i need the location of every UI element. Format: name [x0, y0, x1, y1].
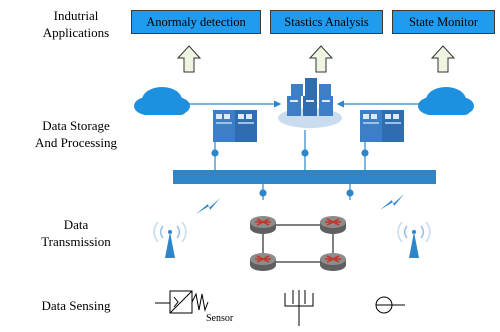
app-box-statistics-analysis: Stastics Analysis [270, 10, 383, 34]
antenna-tower-icon [153, 221, 187, 259]
router-icon [249, 215, 277, 235]
layer-label-applications: Indutrial Applications [42, 8, 110, 40]
router-icon [319, 215, 347, 235]
server-rack-icon [360, 110, 404, 142]
data-bus [173, 170, 436, 184]
app-box-anomaly-detection: Anormaly detection [131, 10, 261, 34]
bus-drops [259, 184, 354, 200]
antenna-tower-icon [397, 221, 431, 259]
wireless-link-icon [380, 194, 404, 210]
server-rack-icon [213, 110, 257, 142]
app-box-state-monitor: State Monitor [392, 10, 495, 34]
layer-label-transmission: Data Transmission [41, 217, 111, 249]
probe-sensor-icon [284, 290, 314, 326]
layer-label-storage: Data Storage And Processing [35, 118, 117, 150]
converter-sensor-icon [155, 290, 209, 314]
bus-connectors [211, 130, 369, 170]
up-arrow-icon [176, 45, 202, 73]
data-center-icon [278, 78, 342, 128]
cloud-icon [134, 87, 190, 115]
cloud-links [183, 100, 424, 108]
up-arrow-icon [430, 45, 456, 73]
router-icon [319, 252, 347, 272]
layer-label-sensing: Data Sensing [41, 298, 111, 313]
flow-sensor-icon [375, 296, 405, 314]
sensor-label: Sensor [206, 313, 234, 324]
cloud-icon [418, 87, 474, 115]
up-arrow-icon [308, 45, 334, 73]
router-icon [249, 252, 277, 272]
wireless-link-icon [196, 198, 220, 214]
